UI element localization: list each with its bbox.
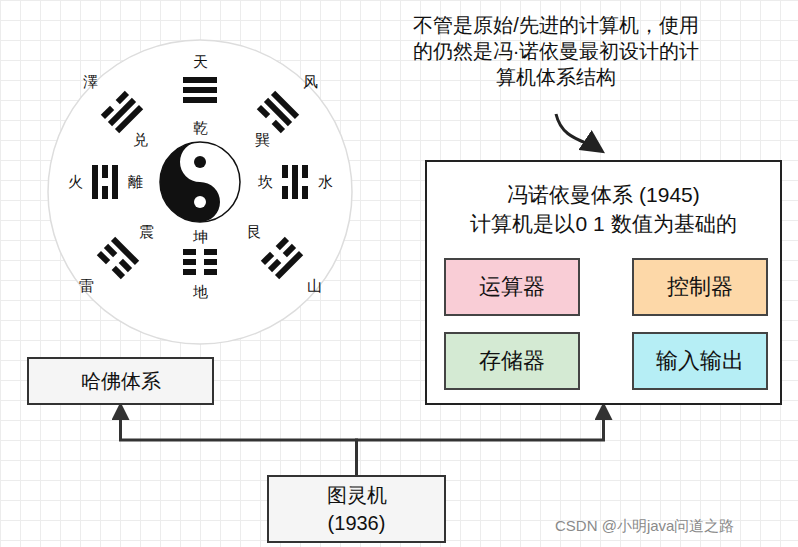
node-title: 哈佛体系 — [81, 367, 161, 395]
trigram — [183, 77, 217, 103]
trigram-label: 巽 — [255, 132, 270, 148]
connector-arrow — [121, 405, 357, 475]
trigram-label: 山 — [307, 278, 322, 294]
node-title: 运算器 — [479, 272, 545, 303]
node-title: 存储器 — [479, 346, 545, 377]
component-box: 运算器 — [444, 258, 580, 316]
trigram-label: 兑 — [133, 132, 148, 148]
origin-box: 图灵机 (1936) — [267, 475, 446, 543]
trigram-label: 澤 — [83, 74, 98, 90]
trigram — [261, 237, 303, 279]
trigram — [183, 249, 217, 275]
trigram — [282, 165, 308, 199]
yin-yang-symbol — [160, 142, 240, 222]
component-box: 输入输出 — [632, 332, 768, 390]
node-subtitle: 计算机是以0 1 数值为基础的 — [470, 209, 736, 238]
component-box: 存储器 — [444, 332, 580, 390]
node-title: 控制器 — [667, 272, 733, 303]
node-title: 输入输出 — [656, 346, 744, 377]
trigram-label: 火 — [68, 174, 83, 190]
trigram-label: 坎 — [258, 174, 273, 190]
connector-arrow — [357, 405, 604, 475]
trigram — [97, 237, 139, 279]
node-title: 冯诺依曼体系 (1945) — [507, 180, 700, 209]
trigram-label: 震 — [139, 224, 154, 240]
component-box: 控制器 — [632, 258, 768, 316]
callout-arrow — [556, 114, 600, 150]
trigram — [101, 91, 143, 133]
trigram-symbols — [92, 77, 308, 279]
trigram-label: 天 — [193, 54, 208, 70]
trigram-label: 地 — [193, 284, 208, 300]
trigram-label: 艮 — [247, 224, 262, 240]
trigram-label: 坤 — [193, 229, 208, 245]
bagua-disc — [48, 40, 352, 344]
callout-note: 不管是原始/先进的计算机，使用的仍然是冯·诺依曼最初设计的计算机体系结构 — [405, 12, 707, 90]
system-box: 冯诺依曼体系 (1945)计算机是以0 1 数值为基础的运算器 控制器存储器 输入输… — [425, 160, 782, 405]
trigram — [92, 165, 118, 199]
node-title: 图灵机 (1936) — [312, 481, 402, 537]
trigram — [257, 91, 299, 133]
trigram-label: 離 — [128, 174, 143, 190]
trigram-label: 风 — [303, 74, 318, 90]
trigram-label: 水 — [318, 174, 333, 190]
trigram-label: 乾 — [193, 120, 208, 136]
trigram-label: 雷 — [79, 278, 94, 294]
watermark: CSDN @小明java问道之路 — [555, 517, 734, 536]
architecture-box: 哈佛体系 — [27, 357, 214, 405]
